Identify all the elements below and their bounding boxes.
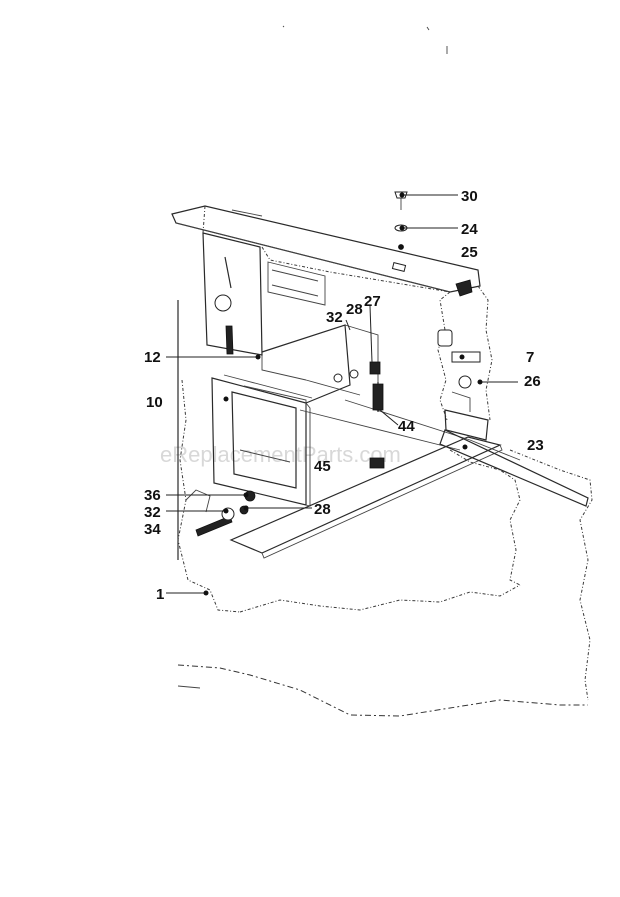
nut-32 <box>333 373 343 383</box>
foot-44 <box>369 457 385 469</box>
callout-24: 24 <box>461 221 478 238</box>
callout-44: 44 <box>398 418 415 435</box>
callout-45: 45 <box>314 458 331 475</box>
inner-box <box>261 324 379 404</box>
callout-36: 36 <box>144 487 161 504</box>
washer-28 <box>349 369 359 379</box>
callout-labels: 30 24 25 27 28 32 12 7 26 10 44 23 45 36… <box>144 188 544 603</box>
callout-10: 10 <box>146 394 163 411</box>
callout-12: 12 <box>144 349 161 366</box>
door-frame <box>211 374 313 507</box>
callout-26: 26 <box>524 373 541 390</box>
right-bracket <box>437 279 493 441</box>
spring <box>225 325 234 355</box>
back-panel <box>202 205 451 356</box>
base-plate <box>229 399 503 559</box>
callout-23: 23 <box>527 437 544 454</box>
callout-1: 1 <box>156 586 164 603</box>
callout-25: 25 <box>461 244 478 261</box>
rail-slot <box>391 262 407 272</box>
callout-32b: 32 <box>144 504 161 521</box>
callout-34: 34 <box>144 521 161 538</box>
bracket-clip <box>437 329 453 347</box>
bracket-tab <box>451 351 481 363</box>
bolt-34 <box>195 515 233 537</box>
top-rail <box>171 205 481 293</box>
screw-27 <box>369 361 381 375</box>
callout-32a: 32 <box>326 309 343 326</box>
side-rail <box>439 429 589 507</box>
cabinet-outline <box>177 300 593 717</box>
bolt-44 <box>372 383 384 411</box>
leader-lines <box>166 192 518 596</box>
clip <box>455 279 473 297</box>
callout-28a: 28 <box>346 301 363 318</box>
knob <box>214 294 232 312</box>
callout-7: 7 <box>526 349 534 366</box>
callout-30: 30 <box>461 188 478 205</box>
scan-specks <box>282 25 448 54</box>
callout-27: 27 <box>364 293 381 310</box>
watermark: eReplacementParts.com <box>160 442 401 467</box>
callout-28b: 28 <box>314 501 331 518</box>
